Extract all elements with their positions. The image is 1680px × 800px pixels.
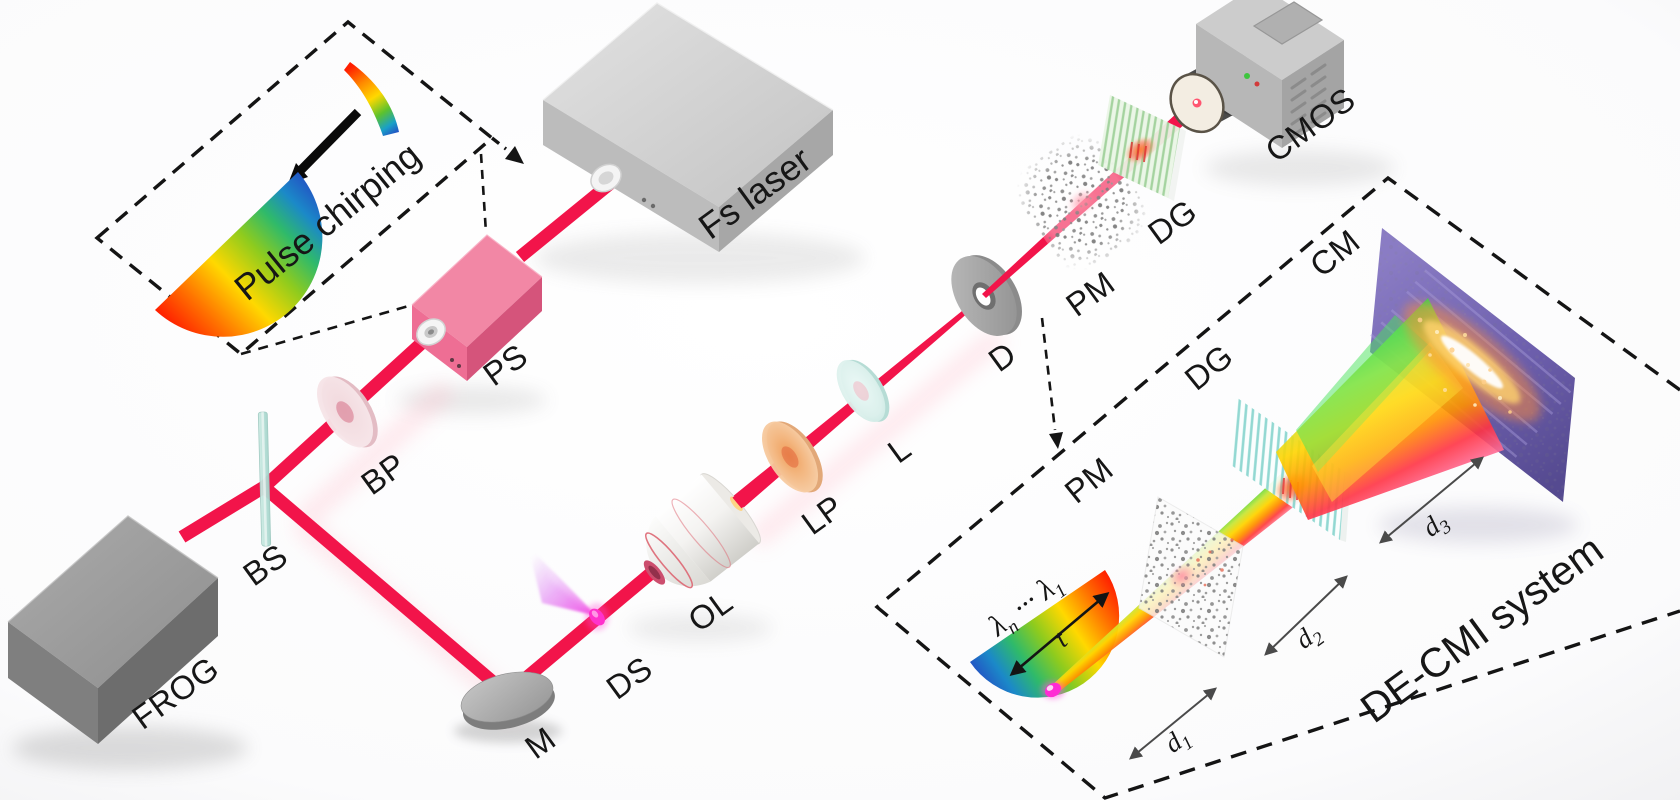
diffuser-sample bbox=[528, 546, 609, 631]
phase-mask-inset-plate bbox=[1138, 496, 1244, 658]
objective-lens bbox=[643, 473, 761, 589]
d1-arrow bbox=[1128, 687, 1218, 760]
callout-arrow-to-inset bbox=[1040, 317, 1063, 449]
beam-splitter bbox=[257, 411, 272, 547]
camera-led-red bbox=[1254, 81, 1260, 87]
short-pulse-icon bbox=[344, 62, 399, 136]
camera-top-recess bbox=[1252, 1, 1324, 45]
longpass-filter bbox=[761, 421, 823, 493]
beam-ps-laser bbox=[515, 176, 617, 263]
callout-line-bottom bbox=[240, 303, 413, 356]
bandpass-filter bbox=[316, 376, 378, 448]
lens bbox=[836, 359, 890, 422]
de-cmi-inset bbox=[874, 175, 1680, 800]
pulse-chirping-inset bbox=[94, 19, 524, 357]
laser-focus-point bbox=[1041, 681, 1065, 699]
camera-led-green bbox=[1244, 73, 1250, 79]
rainbow-beam-2-green-step bbox=[1296, 315, 1432, 472]
mirror bbox=[460, 671, 555, 730]
ps-output-port bbox=[416, 318, 446, 346]
d3-arrow bbox=[1379, 456, 1484, 544]
frog bbox=[7, 515, 219, 744]
rainbow-beam-2-yellow-step bbox=[1312, 342, 1463, 502]
beam-bs-mirror bbox=[259, 482, 512, 699]
laser-output-port bbox=[590, 163, 622, 193]
de-cmi-dashed-box bbox=[874, 175, 1680, 800]
d2-arrow bbox=[1264, 575, 1348, 656]
screen-speckle-dots bbox=[1417, 317, 1512, 414]
chirped-pulse-icon bbox=[155, 172, 323, 337]
fs-laser bbox=[542, 2, 834, 252]
cmos-camera bbox=[1169, 0, 1344, 148]
beam-bs-frog bbox=[178, 481, 268, 543]
phase-mask bbox=[1004, 123, 1160, 281]
pulse-shaper bbox=[411, 234, 543, 381]
diffraction-grating bbox=[1098, 95, 1186, 201]
camera-vents bbox=[1290, 63, 1327, 138]
callout-arrowhead-icon bbox=[505, 146, 524, 164]
beam-objective-exit bbox=[732, 476, 767, 509]
time-axis-arrow bbox=[1009, 591, 1110, 677]
distance-arrows bbox=[1128, 456, 1484, 760]
callout-line-right bbox=[479, 153, 488, 234]
